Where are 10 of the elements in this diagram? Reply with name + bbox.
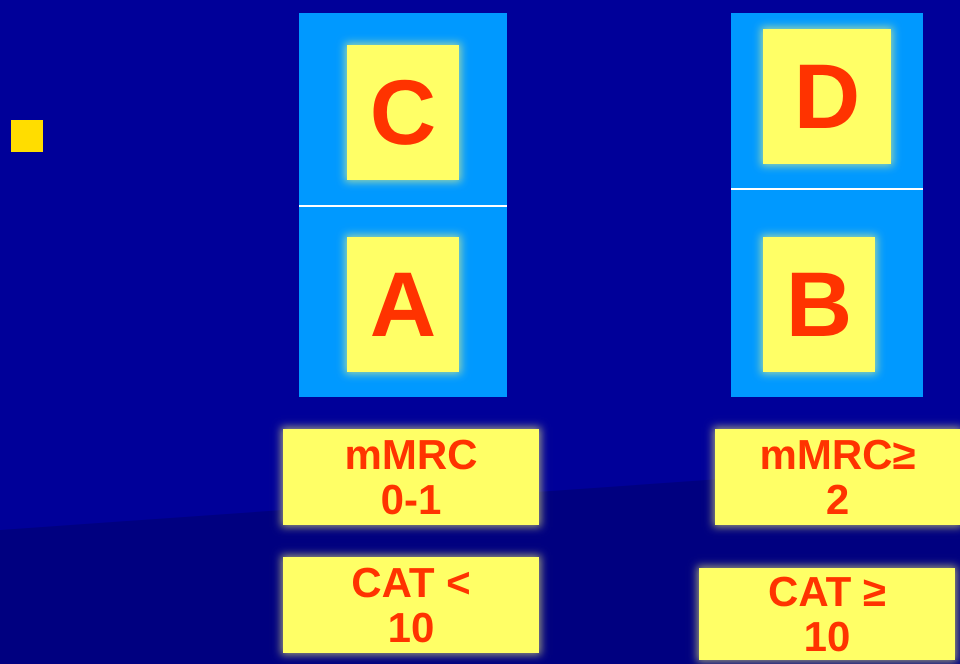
quadrant-panel [731,13,923,397]
group-letter-box: D [763,29,891,164]
quadrant-panel [299,13,507,397]
group-letter-box: C [347,45,459,180]
group-letter-box: A [347,237,459,372]
criteria-box: CAT ≥ 10 [699,568,955,660]
criteria-box: mMRC 0-1 [283,429,539,525]
criteria-box: CAT < 10 [283,557,539,653]
group-letter-box: B [763,237,875,372]
criteria-box: mMRC≥ 2 [715,429,960,525]
